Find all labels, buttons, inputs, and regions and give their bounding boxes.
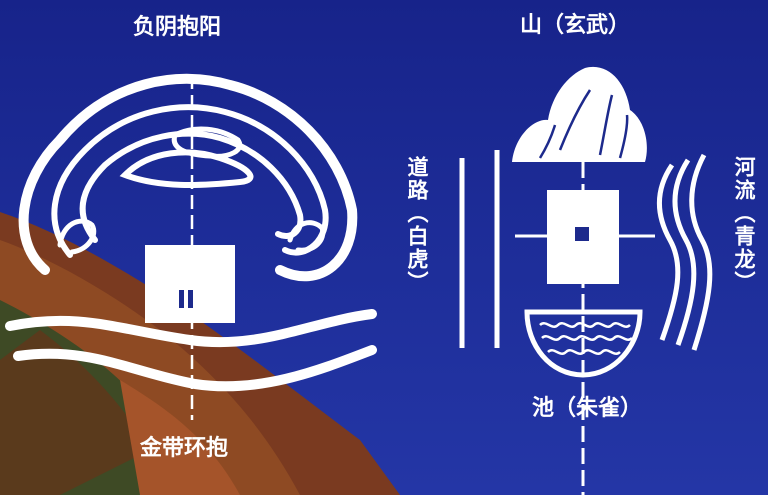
- pond: [524, 309, 643, 378]
- label-mountain: 山（玄武）: [520, 13, 631, 38]
- left-house: [145, 245, 235, 323]
- pond-ripples: [539, 322, 633, 355]
- belt-water: [5, 309, 377, 392]
- title-golden-belt: 金带环抱: [140, 436, 229, 461]
- right-house-door: [575, 227, 589, 241]
- river-waves: [656, 153, 713, 351]
- title-negative-positive: 负阴抱阳: [133, 15, 222, 40]
- mountain-arches: [18, 73, 358, 282]
- road-lines: [459, 150, 500, 348]
- mountain-shape: [512, 66, 647, 162]
- left-house-door: [179, 290, 184, 308]
- hillside-image: [0, 212, 400, 495]
- label-road: 道路（白虎）: [405, 156, 429, 294]
- label-river: 河流（青龙）: [732, 156, 756, 294]
- label-pond: 池（朱雀）: [532, 396, 643, 421]
